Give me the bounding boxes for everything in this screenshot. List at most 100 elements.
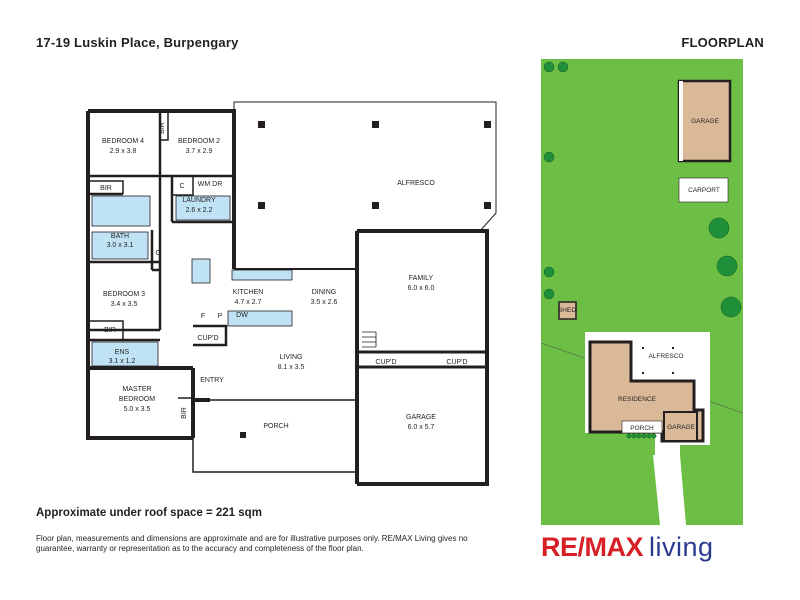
site-label-carport: CARPORT bbox=[688, 187, 720, 194]
label-bedroom4: BEDROOM 4 bbox=[102, 138, 144, 145]
disclaimer-text: Floor plan, measurements and dimensions … bbox=[36, 534, 468, 554]
label-bir-3: BIR bbox=[104, 327, 116, 334]
post bbox=[240, 432, 246, 438]
garage-wall bbox=[357, 350, 487, 369]
alfresco-outline bbox=[233, 101, 497, 270]
logo-remax: RE/MAX bbox=[541, 532, 644, 562]
label-bir-4: BIR bbox=[181, 407, 188, 419]
interior-walls bbox=[88, 111, 234, 347]
site-label-garage: GARAGE bbox=[691, 118, 719, 125]
bath-vanity bbox=[91, 195, 151, 227]
site-garage-outline bbox=[679, 81, 683, 161]
label-kitchen: KITCHEN bbox=[233, 289, 264, 296]
house-plan bbox=[86, 101, 497, 486]
site-label-shed: SHED bbox=[558, 307, 576, 314]
site-label-residence: RESIDENCE bbox=[618, 396, 657, 403]
floorplan-heading: FLOORPLAN bbox=[681, 35, 764, 50]
shrub bbox=[646, 433, 652, 439]
label-bir-2: BIR bbox=[159, 122, 166, 134]
laundry-tub bbox=[175, 195, 231, 221]
dims-bedroom2: 3.7 x 2.9 bbox=[186, 148, 213, 155]
post bbox=[642, 372, 644, 374]
site-alfresco-posts bbox=[642, 347, 674, 374]
alfresco-posts bbox=[240, 121, 491, 438]
label-master: MASTER bbox=[122, 386, 151, 393]
site-carport bbox=[678, 177, 729, 203]
site-garage-2 bbox=[663, 411, 698, 442]
site-shed bbox=[558, 301, 577, 320]
kitchen-island bbox=[191, 258, 211, 284]
post bbox=[258, 121, 265, 128]
label-cupd-1: CUP'D bbox=[197, 335, 218, 342]
room-labels: ALFRESCO BEDROOM 4 2.9 x 3.8 BEDROOM 2 3… bbox=[100, 122, 467, 431]
site-garage bbox=[677, 79, 732, 163]
label-c-2: C bbox=[155, 250, 160, 257]
site-plan: GARAGE CARPORT SHED GARAGE RESIDENCE ALF… bbox=[540, 59, 744, 525]
dims-family: 6.0 x 6.0 bbox=[408, 285, 435, 292]
ensuite bbox=[91, 341, 159, 367]
dims-bath: 3.0 x 3.1 bbox=[107, 242, 134, 249]
dims-ens: 3.1 x 1.2 bbox=[109, 358, 136, 365]
post bbox=[484, 121, 491, 128]
site-label-garage-2: GARAGE bbox=[667, 424, 695, 431]
label-alfresco: ALFRESCO bbox=[397, 180, 435, 187]
label-pantry: P bbox=[218, 313, 223, 320]
tree bbox=[543, 61, 555, 73]
label-fridge: F bbox=[201, 313, 205, 320]
label-dw: DW bbox=[236, 312, 248, 319]
label-bedroom2: BEDROOM 2 bbox=[178, 138, 220, 145]
label-garage: GARAGE bbox=[406, 414, 436, 421]
shrub bbox=[641, 433, 647, 439]
tree bbox=[543, 288, 555, 300]
tree bbox=[716, 255, 738, 277]
tree bbox=[543, 266, 555, 278]
closets bbox=[88, 111, 235, 438]
dims-master: 5.0 x 3.5 bbox=[124, 406, 151, 413]
site-trees bbox=[543, 61, 742, 318]
kitchen-bench-top bbox=[231, 269, 293, 281]
site-driveway bbox=[653, 455, 686, 525]
label-bir-1: BIR bbox=[100, 185, 112, 192]
label-living: LIVING bbox=[280, 354, 303, 361]
bath-tub bbox=[91, 231, 149, 260]
post bbox=[258, 202, 265, 209]
label-wm-dr: WM DR bbox=[198, 181, 223, 188]
family-wall bbox=[355, 229, 489, 486]
stairs bbox=[362, 331, 377, 348]
kitchen-bench bbox=[227, 310, 293, 327]
label-master-2: BEDROOM bbox=[119, 396, 155, 403]
label-bedroom3: BEDROOM 3 bbox=[103, 291, 145, 298]
site-porch bbox=[621, 420, 663, 434]
label-cupd-2: CUP'D bbox=[375, 359, 396, 366]
tree bbox=[543, 151, 555, 163]
label-cupd-3: CUP'D bbox=[446, 359, 467, 366]
dims-bedroom3: 3.4 x 3.5 bbox=[111, 301, 138, 308]
post bbox=[642, 347, 644, 349]
post bbox=[372, 121, 379, 128]
shrub bbox=[651, 433, 657, 439]
label-porch: PORCH bbox=[263, 423, 288, 430]
dims-kitchen: 4.7 x 2.7 bbox=[235, 299, 262, 306]
label-family: FAMILY bbox=[409, 275, 434, 282]
logo-living: living bbox=[649, 532, 714, 562]
dims-laundry: 2.6 x 2.2 bbox=[186, 207, 213, 214]
site-label-porch: PORCH bbox=[630, 425, 654, 432]
post bbox=[672, 372, 674, 374]
dims-living: 8.1 x 3.5 bbox=[278, 364, 305, 371]
site-shrubs bbox=[626, 433, 657, 439]
label-laundry: LAUNDRY bbox=[182, 197, 216, 204]
label-c-1: C bbox=[179, 183, 184, 190]
shrub bbox=[631, 433, 637, 439]
dims-bedroom4: 2.9 x 3.8 bbox=[110, 148, 137, 155]
label-dining: DINING bbox=[312, 289, 337, 296]
label-bath: BATH bbox=[111, 233, 129, 240]
wet-areas bbox=[91, 195, 293, 367]
post bbox=[672, 347, 674, 349]
label-entry: ENTRY bbox=[200, 377, 224, 384]
shrub bbox=[626, 433, 632, 439]
post bbox=[372, 202, 379, 209]
tree bbox=[720, 296, 742, 318]
porch-wall bbox=[192, 399, 357, 473]
